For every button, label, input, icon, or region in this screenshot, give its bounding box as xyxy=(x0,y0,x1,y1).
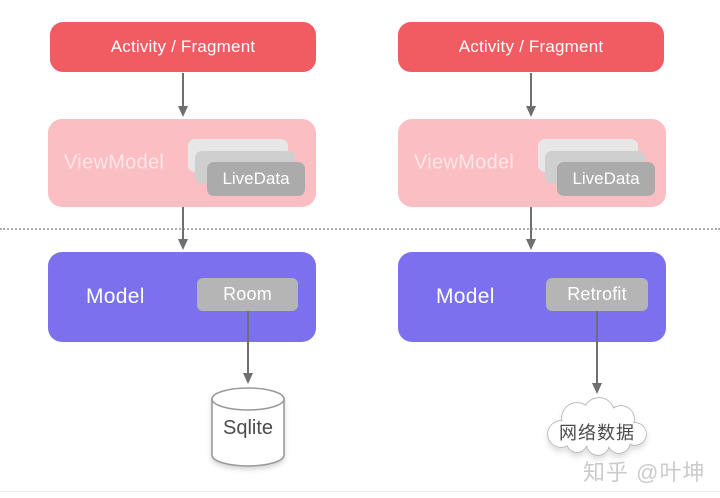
activity-fragment-label: Activity / Fragment xyxy=(458,37,604,56)
retrofit-badge: Retrofit xyxy=(546,278,648,311)
layer-boundary-dotted-line xyxy=(0,228,720,230)
model-label: Model xyxy=(436,285,495,308)
watermark: 知乎 @叶坤 xyxy=(583,460,706,485)
livedata-badge: LiveData xyxy=(557,162,655,196)
bottom-divider xyxy=(0,491,720,492)
viewmodel-label: ViewModel xyxy=(64,151,165,174)
activity-fragment-label: Activity / Fragment xyxy=(110,37,256,56)
model-label: Model xyxy=(86,285,145,308)
activity-fragment-box: Activity / Fragment xyxy=(398,22,664,72)
livedata-label: LiveData xyxy=(572,169,640,188)
network-data-label: 网络数据 xyxy=(559,423,635,443)
livedata-label: LiveData xyxy=(222,169,290,188)
sqlite-database: Sqlite xyxy=(210,386,286,468)
retrofit-label: Retrofit xyxy=(567,284,627,304)
sqlite-label: Sqlite xyxy=(222,417,274,439)
cloud-icon xyxy=(547,397,647,456)
room-badge: Room xyxy=(197,278,298,311)
livedata-badge: LiveData xyxy=(207,162,305,196)
activity-fragment-box: Activity / Fragment xyxy=(50,22,316,72)
database-cylinder-icon xyxy=(211,387,285,467)
network-data-cloud: 网络数据 xyxy=(541,396,653,458)
room-label: Room xyxy=(223,284,272,304)
viewmodel-label: ViewModel xyxy=(414,151,515,174)
